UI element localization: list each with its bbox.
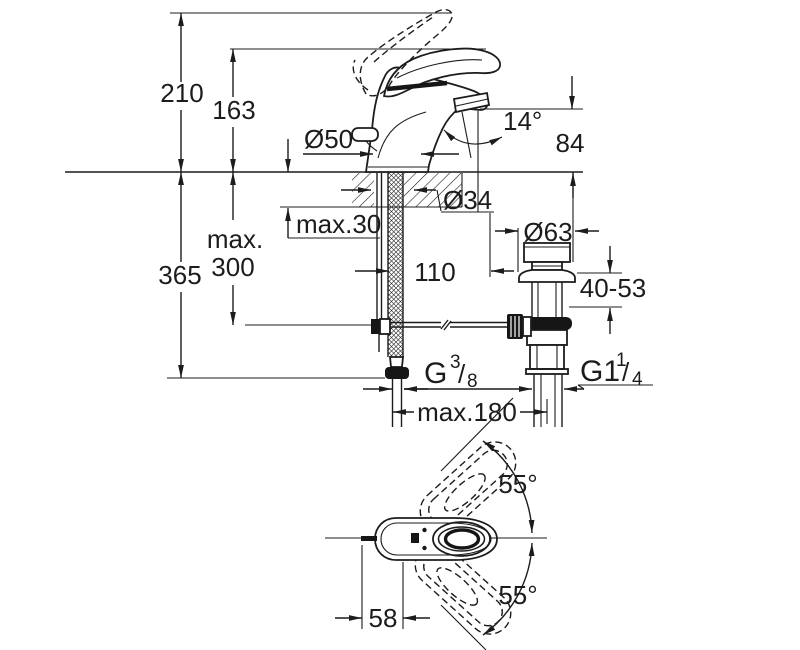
label-spout-projection: 110 <box>414 257 455 287</box>
label-deck-thickness: max.30 <box>296 209 381 239</box>
plan-view: 55° 55° 58 <box>325 397 547 650</box>
label-swing-up: 55° <box>498 469 537 499</box>
label-rod-depth-1: max. <box>207 224 263 254</box>
label-supply-thread-sub: 8 <box>467 371 478 392</box>
label-waste-thread-sub: 4 <box>632 369 643 390</box>
label-below-deck-height: 365 <box>158 260 201 290</box>
label-rod-offset: 58 <box>369 603 398 633</box>
dim-rod-reach: max.180 <box>393 397 548 427</box>
label-waste-thread-sup: 1 <box>616 350 627 371</box>
label-waste-flange-diameter: Ø63 <box>523 217 572 247</box>
drain-assembly <box>507 242 576 427</box>
dim-deck-thickness: max.30 <box>285 139 381 239</box>
handle-raised-dashed <box>352 8 453 97</box>
dim-waste-flange-diameter: Ø63 <box>495 217 599 272</box>
dim-spout-angle: 14° <box>443 106 583 212</box>
label-waste-thread-slash: / <box>622 357 630 387</box>
swing-angle-annotation: 55° 55° <box>440 397 547 650</box>
dim-rod-depth: max. 300 <box>207 172 263 325</box>
popup-knob <box>351 127 379 142</box>
dim-waste-adjust-range: 40-53 <box>569 246 646 334</box>
label-body-diameter: Ø50 <box>304 124 353 154</box>
supply-nut <box>385 367 409 379</box>
reference-lines <box>65 12 583 379</box>
label-supply-thread-sup: 3 <box>450 352 461 373</box>
dim-spout-tip-height: 163 <box>212 49 256 172</box>
dim-rod-offset: 58 <box>335 545 430 633</box>
label-waste-thread-base: G1 <box>580 355 620 388</box>
popup-rod-coupler <box>371 319 380 334</box>
handle-closed <box>382 47 501 98</box>
popup-rod-top <box>361 536 377 541</box>
side-view: 210 163 365 max. 300 Ø50 <box>65 8 653 427</box>
label-outlet-height: 84 <box>556 128 585 158</box>
under-counter-parts <box>371 173 509 427</box>
drain-oring <box>521 317 572 330</box>
label-rod-depth-2: 300 <box>211 252 254 282</box>
label-rod-reach: max.180 <box>417 397 517 427</box>
label-hole-diameter: Ø34 <box>443 185 492 215</box>
label-supply-thread-base: G <box>424 357 447 390</box>
dim-overall-height: 210 <box>160 13 204 172</box>
label-overall-height: 210 <box>160 78 203 108</box>
label-waste-adjust-range: 40-53 <box>580 273 647 303</box>
dim-supply-thread: G 3 / 8 <box>363 352 532 392</box>
cartridge-mark <box>411 533 419 543</box>
faucet-body-top <box>325 517 498 561</box>
label-spout-angle: 14° <box>503 106 542 136</box>
dim-hole-diameter: Ø34 <box>341 185 494 215</box>
dim-outlet-height: 84 <box>556 76 585 262</box>
label-supply-thread-slash: / <box>458 359 466 389</box>
dim-waste-thread: G1 1 / 4 <box>564 350 653 392</box>
label-spout-tip-height: 163 <box>212 95 255 125</box>
spout-opening <box>443 528 481 550</box>
dim-body-diameter: Ø50 <box>303 124 459 157</box>
label-swing-down: 55° <box>498 580 537 610</box>
dim-spout-projection: 110 <box>355 213 514 287</box>
dim-below-deck-height: 365 <box>158 172 202 378</box>
